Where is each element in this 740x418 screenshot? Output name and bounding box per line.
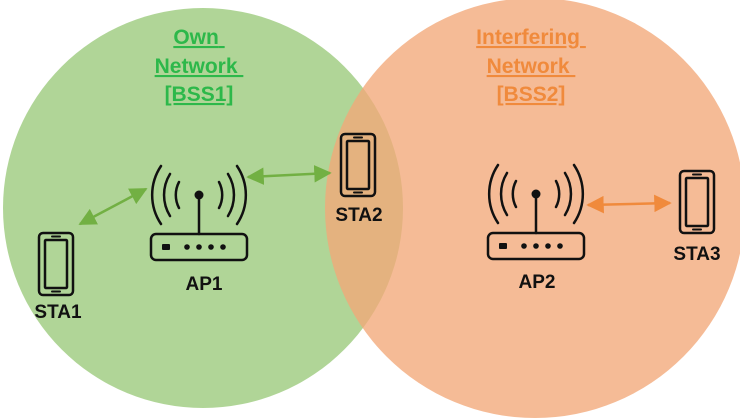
sta3-label: STA3 <box>673 244 720 265</box>
link-ap1-sta2 <box>246 165 332 185</box>
interfering-network-title: Interfering Network [BSS2] <box>476 26 586 106</box>
link-ap2-sta3 <box>586 194 672 214</box>
sta2-label: STA2 <box>335 205 382 226</box>
own-network-area <box>3 8 403 408</box>
own-network-title: Own Network [BSS1] <box>155 26 244 106</box>
ap1-label: AP1 <box>186 274 223 295</box>
ap2-label: AP2 <box>519 272 556 293</box>
sta1-label: STA1 <box>34 302 82 323</box>
interfering-network-area <box>325 0 740 418</box>
link-sta1-ap1 <box>78 187 148 226</box>
